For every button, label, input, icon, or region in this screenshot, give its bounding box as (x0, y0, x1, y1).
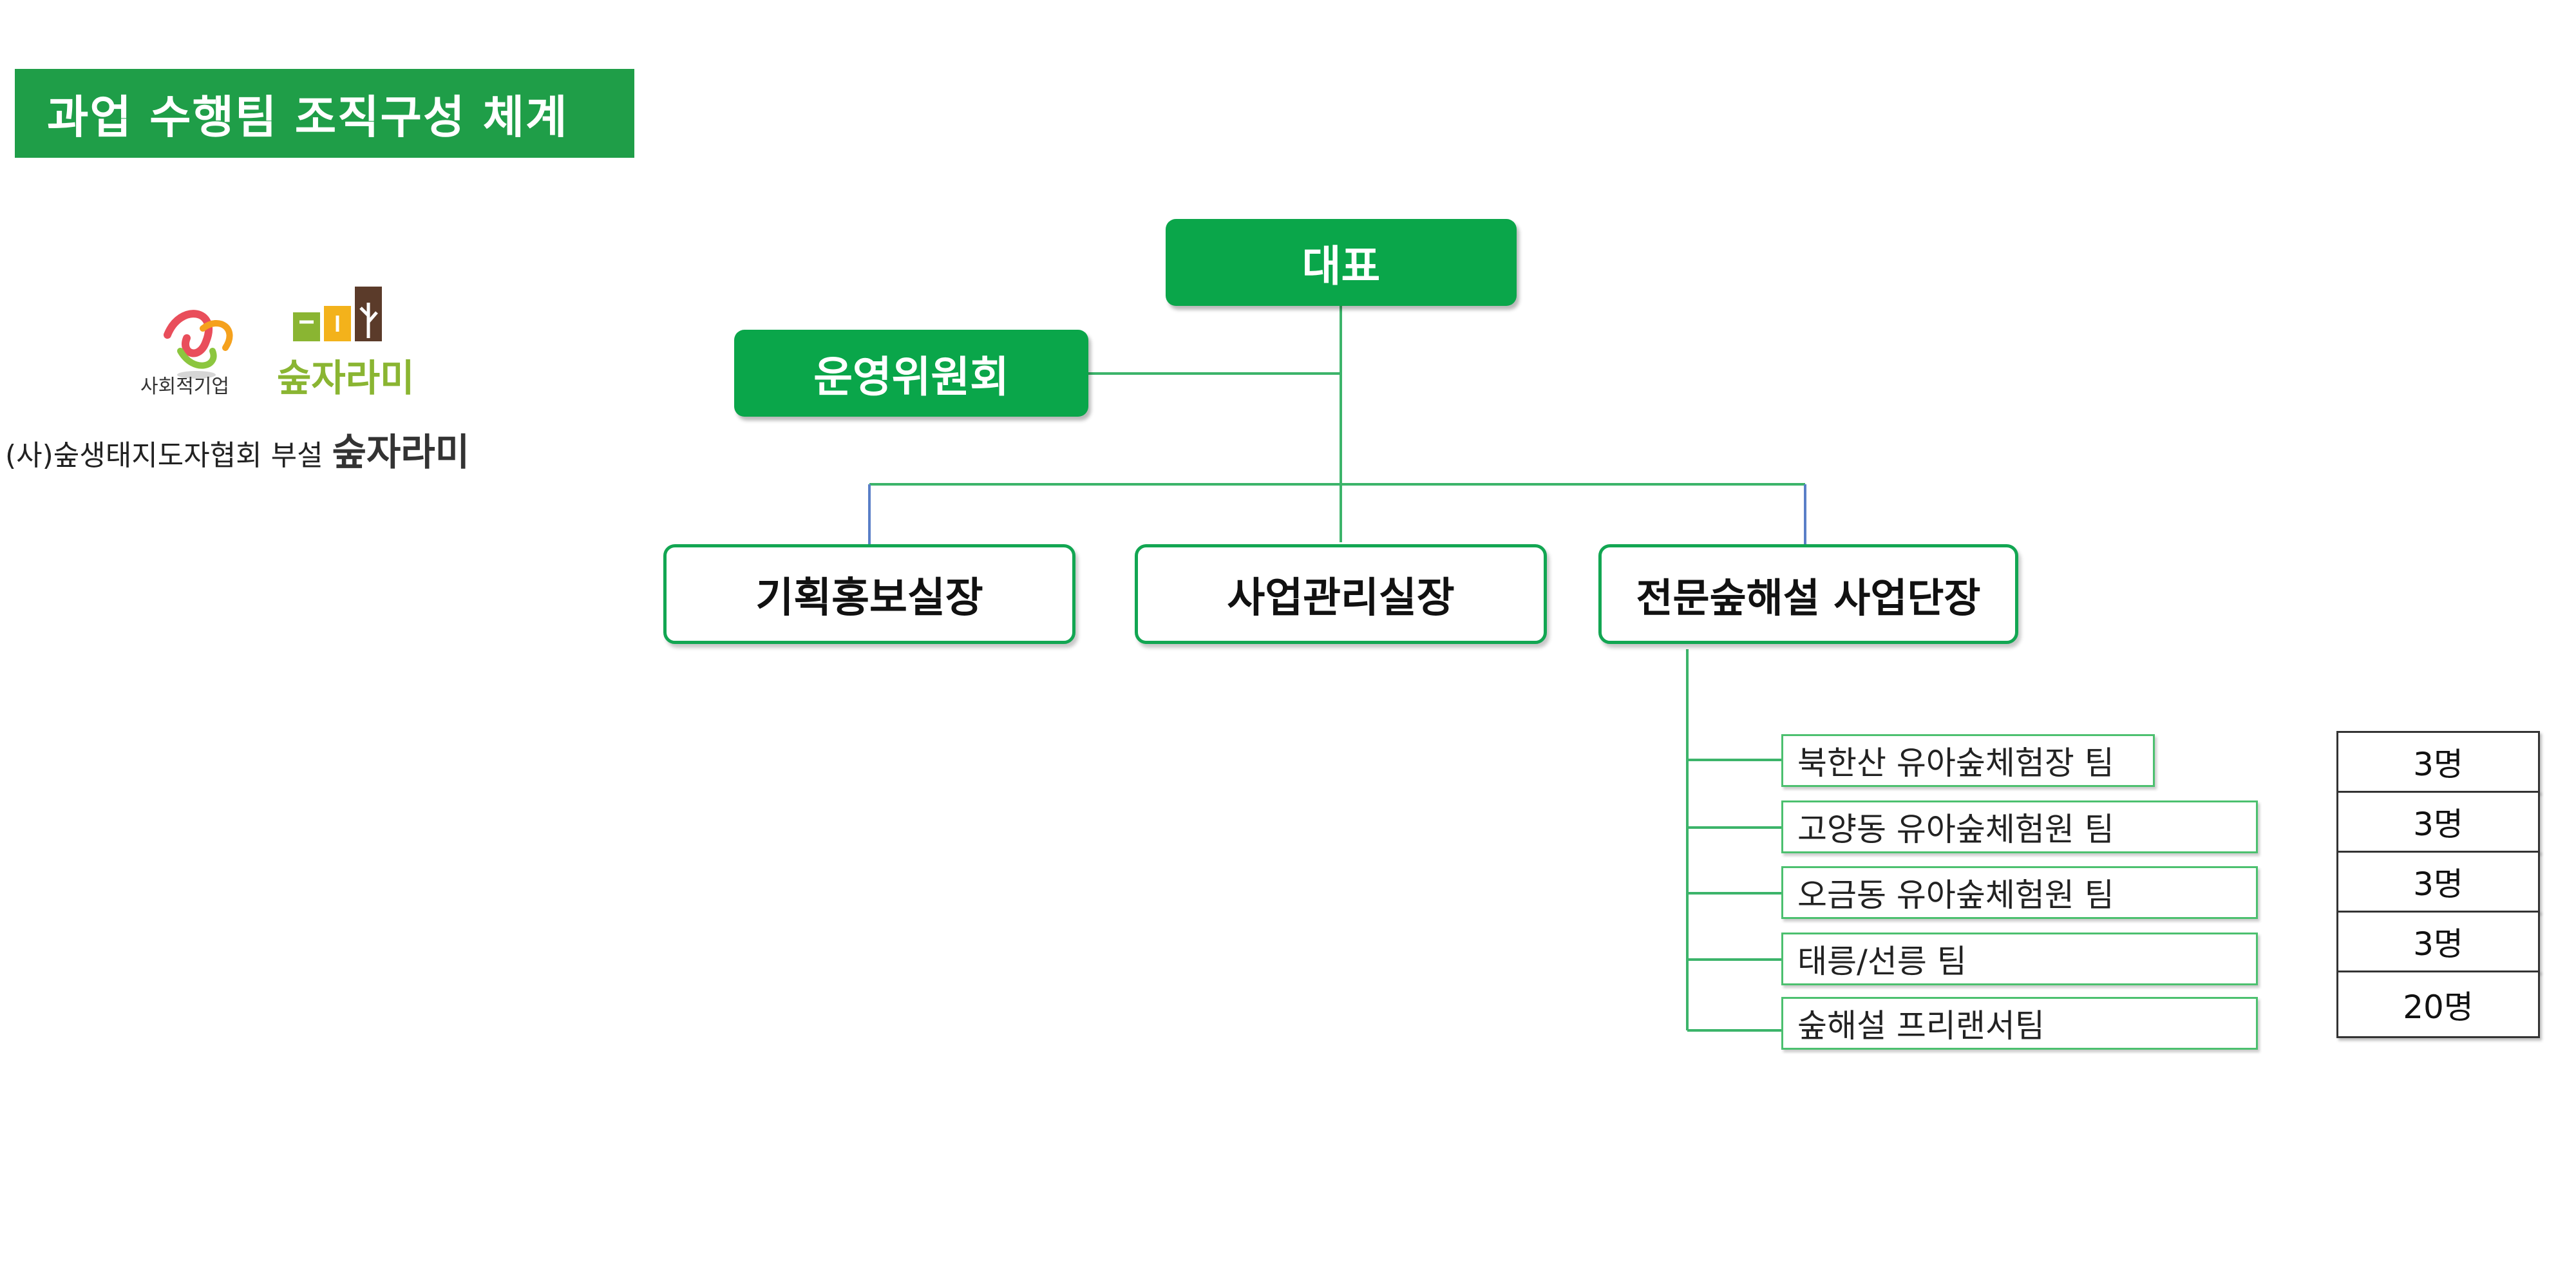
social-enterprise-label: 사회적기업 (140, 375, 229, 398)
node-planning: 기획홍보실장 (663, 544, 1075, 644)
node-forest-director: 전문숲해설 사업단장 (1598, 544, 2018, 644)
team-count: 3명 (2336, 791, 2540, 853)
brand-logo-mark (293, 283, 409, 354)
team-box: 고양동 유아숲체험원 팀 (1781, 800, 2258, 853)
node-committee: 운영위원회 (734, 330, 1088, 417)
org-prefix: (사)숲생태지도자협회 부설 (5, 439, 323, 472)
node-ceo: 대표 (1166, 219, 1517, 306)
org-brand: 숲자라미 (332, 430, 470, 474)
page-title: 과업 수행팀 조직구성 체계 (15, 69, 634, 158)
team-count: 3명 (2336, 731, 2540, 793)
team-count: 3명 (2336, 911, 2540, 972)
team-box: 오금동 유아숲체험원 팀 (1781, 866, 2258, 919)
organization-line: (사)숲생태지도자협회 부설 숲자라미 (5, 422, 585, 476)
node-management: 사업관리실장 (1135, 544, 1547, 644)
team-count: 3명 (2336, 851, 2540, 913)
social-enterprise-logo (142, 290, 251, 399)
team-box: 숲해설 프리랜서팀 (1781, 997, 2258, 1050)
team-count: 20명 (2336, 971, 2540, 1038)
team-box: 북한산 유아숲체험장 팀 (1781, 734, 2155, 787)
brand-logo-text: 숲자라미 (277, 356, 415, 400)
team-box: 태릉/선릉 팀 (1781, 933, 2258, 985)
